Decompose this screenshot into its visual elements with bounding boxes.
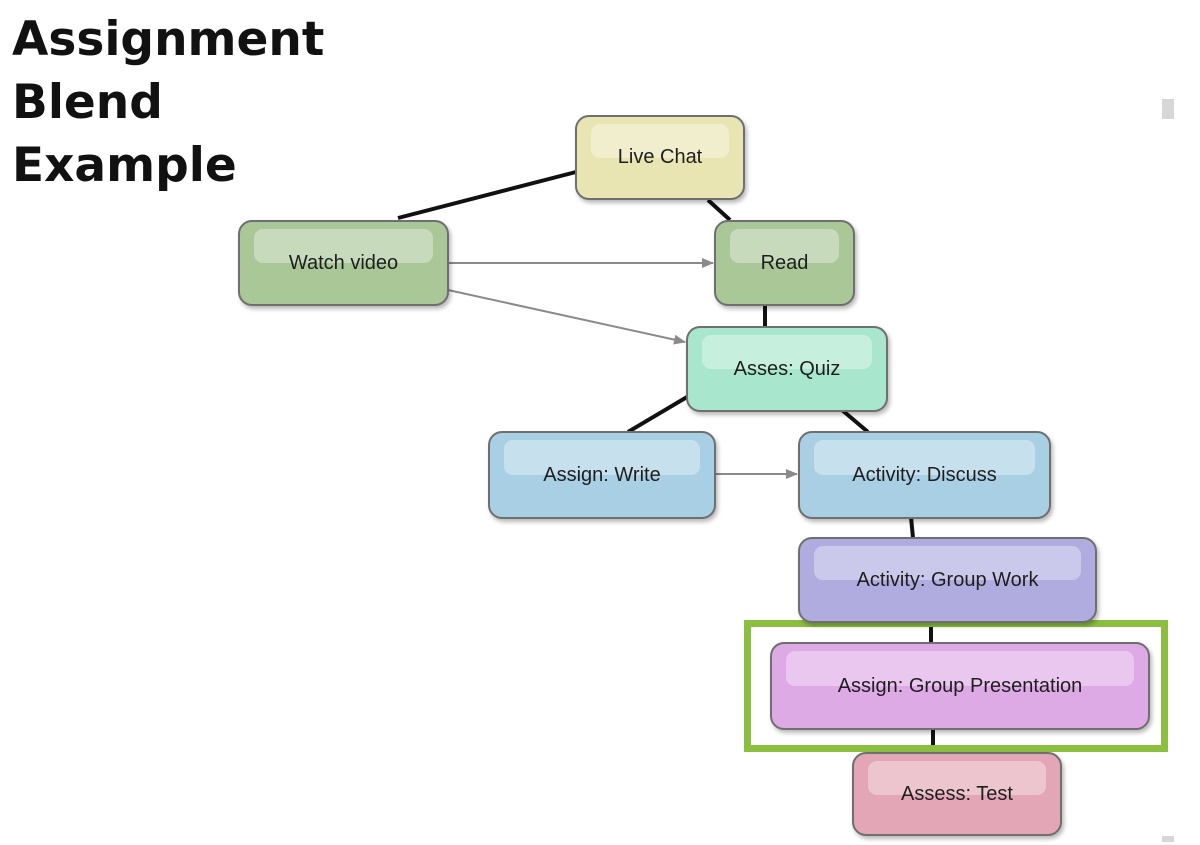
node-activity-group-work: Activity: Group Work	[798, 537, 1097, 623]
node-live-chat: Live Chat	[575, 115, 745, 200]
node-assign-group-presentation-label: Assign: Group Presentation	[837, 674, 1083, 697]
node-activity-discuss-label: Activity: Discuss	[852, 463, 997, 486]
node-watch-video: Watch video	[238, 220, 449, 306]
edge-watch-video-live-chat	[397, 170, 577, 220]
slide-title: Assignment Blend Example	[12, 8, 324, 197]
title-line-2: Blend	[12, 75, 163, 130]
node-activity-discuss: Activity: Discuss	[798, 431, 1051, 519]
node-asses-quiz: Asses: Quiz	[686, 326, 888, 412]
edge-asses-quiz-activity-discuss	[840, 408, 870, 434]
title-line-1: Assignment	[12, 12, 325, 67]
title-line-3: Example	[12, 138, 237, 193]
node-asses-quiz-label: Asses: Quiz	[733, 357, 841, 380]
node-assign-group-presentation: Assign: Group Presentation	[770, 642, 1150, 730]
node-assign-write-label: Assign: Write	[543, 463, 661, 486]
node-live-chat-label: Live Chat	[617, 146, 703, 168]
node-assess-test: Assess: Test	[852, 752, 1062, 836]
edge-activity-discuss-group-work	[909, 516, 915, 539]
node-assess-test-label: Assess: Test	[901, 782, 1013, 805]
corner-mark-bottom	[1162, 836, 1174, 842]
node-read-label: Read	[760, 251, 809, 274]
edge-asses-quiz-assign-write	[626, 395, 689, 434]
edge-watch-video-asses-quiz	[447, 289, 686, 345]
node-watch-video-label: Watch video	[288, 251, 399, 274]
node-read: Read	[714, 220, 855, 306]
node-assign-write: Assign: Write	[488, 431, 716, 519]
highlight-frame	[744, 620, 1168, 752]
node-activity-group-work-label: Activity: Group Work	[856, 568, 1039, 591]
edge-live-chat-read	[706, 198, 732, 222]
corner-mark-top	[1162, 99, 1174, 119]
